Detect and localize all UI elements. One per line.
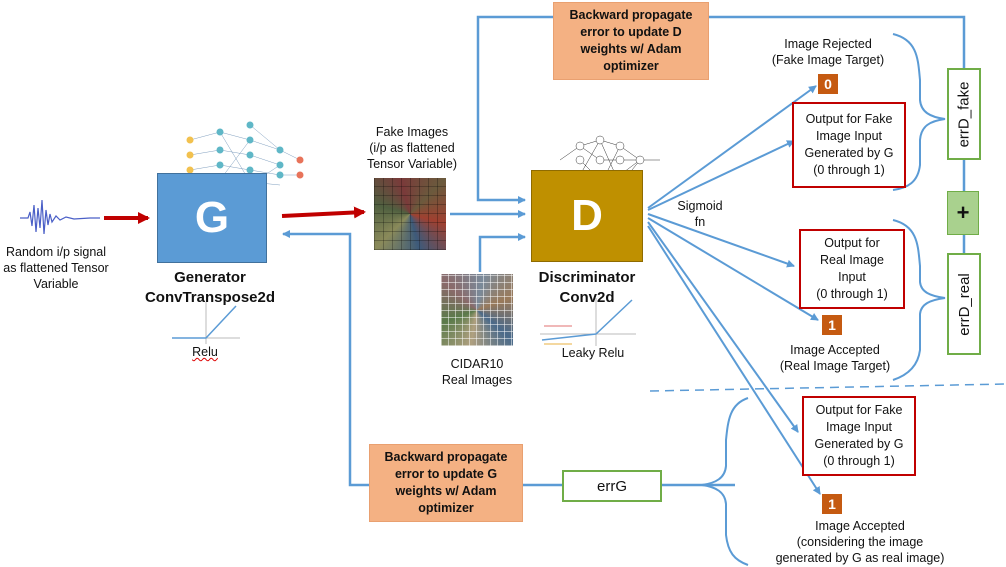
fake-images-mosaic (374, 178, 446, 250)
accepted-g-line1: Image Accepted (815, 519, 905, 533)
backprop-d-line3: weights w/ Adam (580, 42, 682, 56)
real-images-line1: CIDAR10 (450, 357, 504, 371)
discriminator-title-line1: Discriminator (538, 269, 636, 286)
input-signal-text: Random i/p signal as flattened Tensor Va… (0, 244, 112, 292)
backprop-g-line4: optimizer (418, 501, 474, 515)
discriminator-box: D (531, 170, 643, 262)
rejected-line1: Image Rejected (784, 37, 872, 51)
real-images-mosaic (441, 274, 513, 346)
discriminator-letter: D (571, 191, 603, 240)
out-real-line2: Real Image (820, 253, 884, 267)
input-signal-line3: Variable (33, 277, 79, 291)
backprop-g-box: Backward propagate error to update G wei… (369, 444, 523, 522)
input-signal-line1: Random i/p signal (5, 245, 107, 259)
out-real-line4: (0 through 1) (816, 287, 888, 301)
rejected-text: Image Rejected (Fake Image Target) (758, 36, 898, 68)
out-fake-2-line4: (0 through 1) (823, 454, 895, 468)
fake-images-line1: Fake Images (375, 125, 449, 139)
accepted-real-badge: 1 (822, 315, 842, 335)
fake-images-line3: Tensor Variable) (366, 157, 458, 171)
out-fake-1-line3: Generated by G (804, 146, 894, 160)
generator-title: Generator ConvTranspose2d (130, 268, 290, 308)
waveform-icon (20, 199, 100, 235)
leaky-relu-text: Leaky Relu (561, 346, 625, 360)
arrow-g-to-fake (281, 206, 366, 219)
backprop-g-line1: Backward propagate (384, 450, 508, 464)
generator-title-line1: Generator (174, 269, 246, 286)
out-fake-2-line1: Output for Fake (815, 403, 903, 417)
errd-real-box: errD_real (947, 253, 981, 355)
plus-box: + (947, 191, 979, 235)
fake-images-line2: (i/p as flattened (369, 141, 455, 155)
generator-letter: G (194, 193, 230, 242)
accepted-real-line1: Image Accepted (790, 343, 880, 357)
out-real-line1: Output for (824, 236, 880, 250)
accepted-real-line2: (Real Image Target) (779, 359, 891, 373)
accepted-g-line3: generated by G as real image) (775, 551, 945, 565)
sigmoid-text: Sigmoid fn (668, 198, 732, 230)
discriminator-activation: Leaky Relu (548, 345, 638, 361)
rejected-line2: (Fake Image Target) (771, 53, 885, 67)
leaky-relu-graph-d (540, 298, 636, 346)
sigmoid-line2: fn (694, 215, 706, 229)
backprop-d-box: Backward propagate error to update D wei… (553, 2, 709, 80)
backprop-d-line2: error to update D (580, 25, 682, 39)
discriminator-title-line2: Conv2d (559, 289, 615, 306)
sigmoid-line1: Sigmoid (677, 199, 723, 213)
out-fake-2-line3: Generated by G (814, 437, 904, 451)
plus-label: + (956, 200, 970, 225)
real-images-text: CIDAR10 Real Images (420, 356, 534, 388)
out-fake-1-line1: Output for Fake (805, 112, 893, 126)
generator-title-line2: ConvTranspose2d (144, 289, 276, 306)
generator-box: G (157, 173, 267, 263)
discriminator-title: Discriminator Conv2d (512, 268, 662, 308)
accepted-real-text: Image Accepted (Real Image Target) (765, 342, 905, 374)
output-fake-2-box: Output for Fake Image Input Generated by… (802, 396, 916, 476)
output-fake-1-box: Output for Fake Image Input Generated by… (792, 102, 906, 188)
accepted-g-badge: 1 (822, 494, 842, 514)
errd-fake-box: errD_fake (947, 68, 981, 160)
relu-graph-g (172, 302, 240, 344)
out-fake-2-line2: Image Input (825, 420, 892, 434)
out-real-line3: Input (838, 270, 866, 284)
errd-real-label: errD_real (955, 272, 973, 336)
backprop-g-line3: weights w/ Adam (395, 484, 497, 498)
backprop-d-line1: Backward propagate (569, 8, 693, 22)
backprop-d-line4: optimizer (603, 59, 659, 73)
accepted-g-text: Image Accepted (considering the image ge… (762, 518, 958, 566)
errg-label: errG (597, 477, 627, 495)
errg-box: errG (562, 470, 662, 502)
backprop-g-line2: error to update G (394, 467, 498, 481)
real-images-line2: Real Images (441, 373, 513, 387)
discriminator-activation-text: Leaky Relu (562, 346, 625, 360)
output-real-box: Output for Real Image Input (0 through 1… (799, 229, 905, 309)
errd-fake-label: errD_fake (955, 81, 973, 147)
generator-activation: Relu (192, 345, 218, 359)
out-fake-1-line4: (0 through 1) (813, 163, 885, 177)
input-signal-line2: as flattened Tensor (3, 261, 109, 275)
out-fake-1-line2: Image Input (815, 129, 882, 143)
fake-images-text: Fake Images (i/p as flattened Tensor Var… (352, 124, 472, 172)
accepted-g-line2: (considering the image (796, 535, 924, 549)
rejected-badge: 0 (818, 74, 838, 94)
